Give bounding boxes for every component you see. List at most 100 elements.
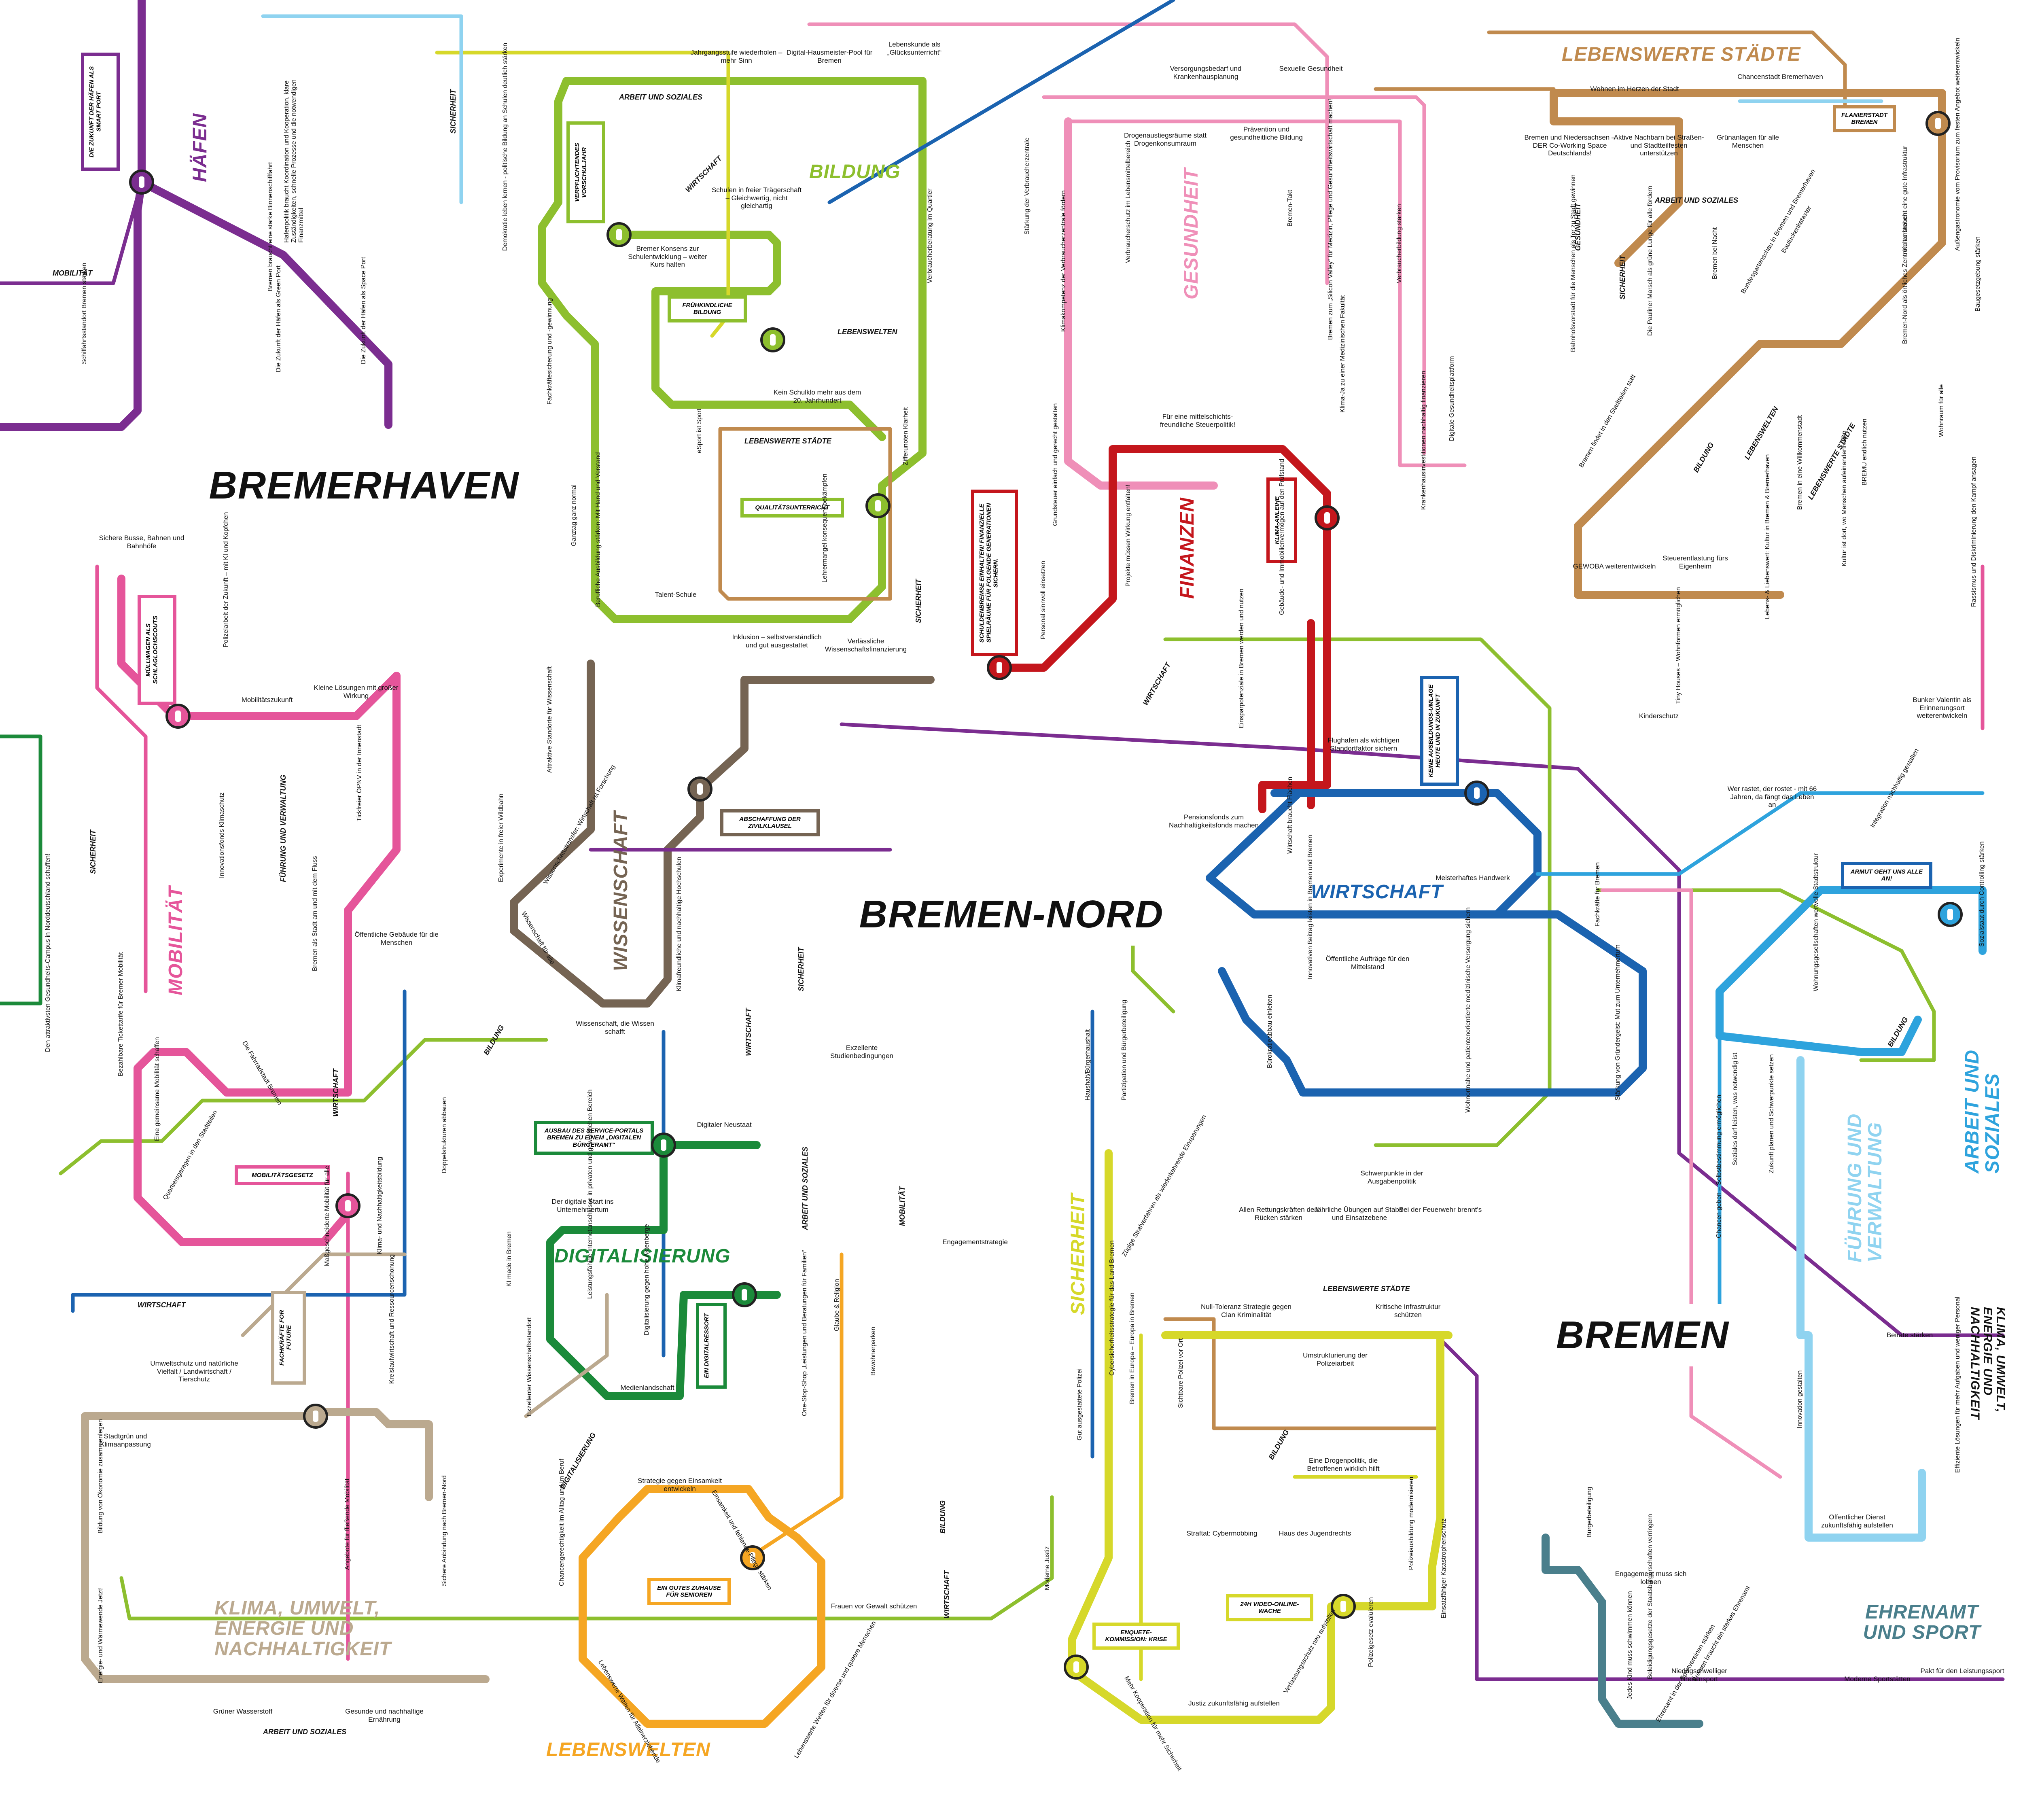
station-bildung-fruehkindlich[interactable]: FRÜHKINDLICHE BILDUNG xyxy=(668,295,747,322)
stop-label-vertical: Fachkräftesicherung und -gewinnung xyxy=(546,298,553,405)
station-muellwagen[interactable]: MÜLLWAGEN ALS SCHLAGLOCHSCOUTS xyxy=(138,595,176,705)
stop-label-vertical: Personal sinnvoll einsetzen xyxy=(1040,561,1047,639)
stop-label-vertical: Ganztag ganz normal xyxy=(570,484,578,546)
hub-sicherheit-2[interactable] xyxy=(1064,1655,1089,1680)
stop-label-vertical: Kultur ist dort, wo Menschen aufeinander… xyxy=(1841,431,1848,566)
hub-lebenswerte[interactable] xyxy=(1925,111,1951,136)
stop-label-vertical: Sozialstaat durch Controlling stärken xyxy=(1978,841,1986,947)
stop-label: Mobilitätszukunft xyxy=(221,696,314,704)
district-fuehrung: FÜHRUNG UND VERWALTUNG xyxy=(1845,1109,1886,1262)
stop-label-vertical: Verbraucherbildung stärken xyxy=(1396,204,1403,283)
district-sicherheit: SICHERHEIT xyxy=(1068,1193,1088,1315)
station-video-wache[interactable]: 24h VIDEO-ONLINE-WACHE xyxy=(1226,1594,1313,1621)
station-flanierstadt[interactable]: FLANIERSTADT BREMEN xyxy=(1833,105,1896,132)
stop-label-vertical: Bremen bei Nacht xyxy=(1711,227,1719,279)
stop-label-vertical: Wohnortnahe und patientenorientierte med… xyxy=(1465,907,1472,1113)
stop-label: Lebenskunde als „Glücksunterricht“ xyxy=(868,40,961,56)
stop-label: Digitaler Neustaat xyxy=(678,1121,771,1129)
station-servicportal[interactable]: AUSBAU DES SERVICE-PORTALS BREMEN ZU EIN… xyxy=(534,1121,654,1155)
stop-label: Kinderschutz xyxy=(1612,712,1705,720)
hub-digital-2[interactable] xyxy=(732,1282,757,1307)
district-bildung: BILDUNG xyxy=(809,162,901,182)
line-mobilitaet xyxy=(97,566,397,1659)
district-lebenswelten: LEBENSWELTEN xyxy=(546,1740,710,1760)
stop-label-vertical: Den attraktivsten Gesundheits-Campus in … xyxy=(45,853,52,1052)
stop-label-vertical: Schiffahrtsstandort Bremen stärken xyxy=(81,263,88,365)
stop-label-vertical: Die Zukunft der Häfen als Space Port xyxy=(360,257,367,364)
line-tag: LEBENSWERTE STÄDTE xyxy=(744,437,831,445)
stop-label-vertical: Glaube & Religion xyxy=(833,1279,841,1331)
hub-mobilitaet-1[interactable] xyxy=(165,704,191,729)
stop-label-vertical: Wohnungsgesellschaften wertvolle Stadtst… xyxy=(1813,853,1820,991)
hub-digital-1[interactable] xyxy=(651,1133,676,1158)
stop-label-vertical: Rassismus und Diskriminierung den Kampf … xyxy=(1970,456,1978,607)
line-tag: ARBEIT UND SOZIALES xyxy=(1655,196,1738,205)
stop-label-vertical: Klimafreundliche und nachhaltige Hochsch… xyxy=(676,857,683,991)
hub-arbeit[interactable] xyxy=(1938,902,1963,927)
stop-label: Beiräte stärken xyxy=(1863,1331,1956,1339)
stop-label-vertical: Stärkung von Gründergeist: Mut zum Unter… xyxy=(1614,944,1622,1101)
hub-finanzen-1[interactable] xyxy=(987,655,1012,680)
line-tag: WIRTSCHAFT xyxy=(744,1008,753,1056)
stop-label-vertical: Stärkung der Verbraucherzentrale xyxy=(1024,138,1031,235)
stop-label-vertical: Wohnraum für alle xyxy=(1938,384,1945,437)
stop-label-vertical: Innovativen Beitrag leisten in Bremen un… xyxy=(1307,835,1314,979)
station-fachkraefte-future[interactable]: FACHKRÄFTE FOR FUTURE xyxy=(271,1291,306,1385)
station-bildung-vorschuljahr[interactable]: VERPFLICHTENDES VORSCHULJAHR xyxy=(566,121,605,223)
station-senioren[interactable]: EIN GUTES ZUHAUSE FÜR SENIOREN xyxy=(647,1578,731,1605)
district-mobilitaet: MOBILITÄT xyxy=(166,886,186,995)
stop-label-vertical: Bezahlbare Tickettarife für Bremer Mobil… xyxy=(117,952,125,1076)
station-mobilitaetsgesetz[interactable]: MOBILITÄTSGESETZ xyxy=(235,1165,330,1185)
stop-label-vertical: Die Pauliner Marsch als grüne Lunge für … xyxy=(1647,186,1654,336)
station-armut[interactable]: ARMUT GEHT UNS ALLE AN! xyxy=(1841,862,1932,889)
stop-label-vertical: Soziales darf leisten, was notwendig ist xyxy=(1732,1053,1739,1165)
hub-bildung-1[interactable] xyxy=(606,222,632,247)
hub-haefen[interactable] xyxy=(129,170,154,195)
stop-label-vertical: Bremen-Takt xyxy=(1287,190,1294,227)
station-digitalressort[interactable]: EIN DIGITALRESSORT xyxy=(696,1303,727,1389)
hub-finanzen-2[interactable] xyxy=(1315,505,1340,530)
district-arbeit-soziales: ARBEIT UND SOZIALES xyxy=(1962,1020,2003,1173)
stop-label-vertical: Energie- und Wärmewende Jetzt! xyxy=(97,1587,104,1683)
station-zivilklausel[interactable]: ABSCHAFFUNG DER ZIVILKLAUSEL xyxy=(720,809,820,836)
stop-label: GEWOBA weiterentwickeln xyxy=(1568,562,1661,571)
city-bremen-nord: BREMEN-NORD xyxy=(831,883,1192,946)
stop-label-vertical: Haushalt/Bürgerhaushalt xyxy=(1084,1029,1092,1101)
stop-label: Kleine Lösungen mit großer Wirkung xyxy=(310,684,403,700)
line-tag: LEBENSWELTEN xyxy=(838,328,897,336)
line-haefen xyxy=(0,0,2003,1679)
stop-label-vertical: eSport ist Sport xyxy=(696,409,703,453)
station-finanzen-schuldenbremse[interactable]: SCHULDENBREMSE EINHALTEN! FINANZIELLE SP… xyxy=(971,490,1018,656)
hub-wissenschaft[interactable] xyxy=(687,776,713,802)
stop-label-vertical: Krankenhausinvestitionen nachhaltig fina… xyxy=(1420,371,1427,510)
stop-label: Der digitale Start ins Unternehmertum xyxy=(536,1198,629,1213)
stop-label-vertical: Lebens- & Liebenswert: Kultur in Bremen … xyxy=(1764,454,1771,619)
district-wissenschaft: WISSENSCHAFT xyxy=(611,811,631,971)
station-enquete[interactable]: ENQUETE-KOMMISSION: KRISE xyxy=(1092,1623,1180,1650)
line-tag: SICHERHEIT xyxy=(914,579,923,623)
station-haefen[interactable]: DIE ZUKUNFT DER HÄFEN ALS SMART PORT xyxy=(81,53,120,171)
hub-mobilitaet-2[interactable] xyxy=(335,1193,360,1218)
hub-klima[interactable] xyxy=(303,1404,328,1429)
stop-label-vertical: Grundsteuer einfach und gerecht gestalte… xyxy=(1052,403,1059,526)
stop-label-vertical: Wirtschaft braucht Flächen xyxy=(1287,777,1294,854)
stop-label-vertical: Fachkräfte für Bremen xyxy=(1594,862,1601,927)
stop-label: Bremen und Niedersachsen – DER Co-Workin… xyxy=(1523,134,1616,157)
stop-label: Moderne Sportstätten xyxy=(1831,1675,1924,1683)
stop-label-vertical: Partizipation und Bürgerbeteiligung xyxy=(1121,1000,1128,1101)
stop-label: Drogenaustiegsräume statt Drogenkonsumra… xyxy=(1119,132,1212,147)
station-ausbildungsumlage[interactable]: KEINE AUSBILDUNGS-UMLAGE HEUTE UND IN ZU… xyxy=(1420,676,1459,786)
stop-label-vertical: Moderne Justiz xyxy=(1044,1546,1051,1591)
stop-label-vertical: Polizeiausbildung modernisieren xyxy=(1408,1477,1415,1570)
stop-label: Inklusion – selbstverständlich und gut a… xyxy=(730,633,823,649)
stop-label-vertical: Kreislaufwirtschaft und Ressourcenschonu… xyxy=(388,1254,396,1384)
line-tag: WIRTSCHAFT xyxy=(943,1570,951,1618)
stop-label: Versorgungsbedarf und Krankenhausplanung xyxy=(1159,65,1252,81)
line-tag: WIRTSCHAFT xyxy=(332,1069,340,1117)
stop-label-vertical: Bürokratieabbau einleiten xyxy=(1266,995,1274,1068)
stop-label: Umstrukturierung der Polizeiarbeit xyxy=(1289,1351,1382,1367)
hub-bildung-2[interactable] xyxy=(760,327,785,352)
hub-wirtschaft[interactable] xyxy=(1464,781,1489,806)
hub-bildung-3[interactable] xyxy=(865,493,891,518)
stop-label: Bunker Valentin als Erinnerungsort weite… xyxy=(1896,696,1989,720)
